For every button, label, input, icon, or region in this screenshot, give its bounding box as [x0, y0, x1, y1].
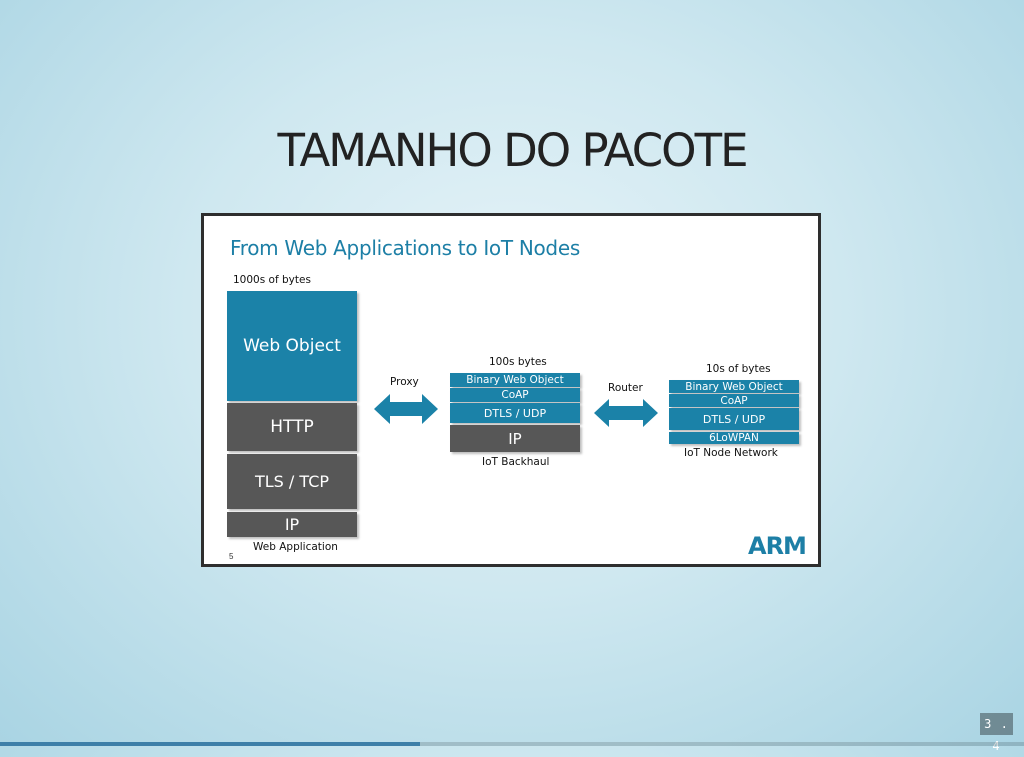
page-number: 5 [229, 552, 234, 561]
backhaul-coap-layer: CoAP [450, 388, 580, 402]
router-label: Router [608, 382, 643, 394]
backhaul-ip-layer: IP [450, 425, 580, 452]
web-size-label: 1000s of bytes [233, 274, 311, 286]
arm-logo: ARM [748, 532, 807, 560]
node-coap-layer: CoAP [669, 394, 799, 407]
node-size-label: 10s of bytes [706, 363, 771, 375]
proxy-label: Proxy [390, 376, 419, 388]
web-caption: Web Application [253, 541, 338, 553]
protocol-stack-figure: From Web Applications to IoT Nodes 1000s… [201, 213, 821, 567]
proxy-double-arrow-icon [374, 394, 438, 424]
node-dtls-udp-layer: DTLS / UDP [669, 408, 799, 430]
slide-title: TAMANHO DO PACOTE [277, 124, 749, 177]
progress-bar [0, 742, 1024, 746]
web-object-layer: Web Object [227, 291, 357, 401]
backhaul-size-label: 100s bytes [489, 356, 547, 368]
backhaul-caption: IoT Backhaul [482, 456, 550, 468]
figure-heading: From Web Applications to IoT Nodes [230, 236, 580, 260]
backhaul-dtls-udp-layer: DTLS / UDP [450, 403, 580, 423]
progress-bar-fill [0, 742, 420, 746]
web-ip-layer: IP [227, 512, 357, 537]
router-double-arrow-icon [594, 399, 658, 427]
slide-number: 3 . 4 [980, 713, 1013, 753]
node-caption: IoT Node Network [684, 447, 778, 459]
backhaul-binary-web-object-layer: Binary Web Object [450, 373, 580, 387]
node-6lowpan-layer: 6LoWPAN [669, 432, 799, 444]
tls-tcp-layer: TLS / TCP [227, 454, 357, 509]
http-layer: HTTP [227, 403, 357, 451]
node-binary-web-object-layer: Binary Web Object [669, 380, 799, 393]
